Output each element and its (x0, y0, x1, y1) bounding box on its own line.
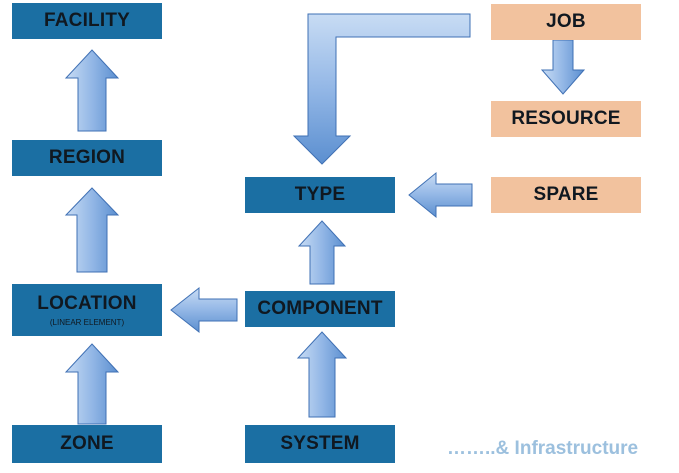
type-label: TYPE (294, 184, 346, 205)
arrow-job-to-type (292, 13, 471, 165)
job-box: JOB (491, 4, 641, 40)
spare-label: SPARE (533, 184, 599, 205)
resource-label: RESOURCE (511, 108, 621, 129)
type-box: TYPE (245, 177, 395, 213)
spare-box: SPARE (491, 177, 641, 213)
component-label: COMPONENT (257, 298, 383, 319)
resource-box: RESOURCE (491, 101, 641, 137)
location-sublabel: (LINEAR ELEMENT) (49, 318, 125, 327)
arrow-location-to-region (64, 187, 120, 273)
arrow-spare-to-type (408, 171, 473, 219)
zone-box: ZONE (12, 425, 162, 463)
arrow-zone-to-location (64, 343, 120, 425)
infrastructure-caption: ……..& Infrastructure (447, 438, 639, 459)
region-label: REGION (48, 147, 126, 168)
arrow-job-to-resource (540, 39, 586, 95)
system-box: SYSTEM (245, 425, 395, 463)
job-label: JOB (546, 11, 586, 32)
region-box: REGION (12, 140, 162, 176)
system-label: SYSTEM (280, 433, 360, 454)
zone-label: ZONE (60, 433, 114, 454)
location-label: LOCATION (37, 293, 137, 314)
facility-label: FACILITY (43, 10, 131, 31)
arrow-component-to-type (297, 220, 347, 285)
arrow-component-to-location (170, 286, 238, 334)
arrow-system-to-component (296, 331, 348, 418)
arrow-region-to-facility (64, 49, 120, 132)
component-box: COMPONENT (245, 291, 395, 327)
location-box: LOCATION (LINEAR ELEMENT) (12, 284, 162, 336)
facility-box: FACILITY (12, 3, 162, 39)
